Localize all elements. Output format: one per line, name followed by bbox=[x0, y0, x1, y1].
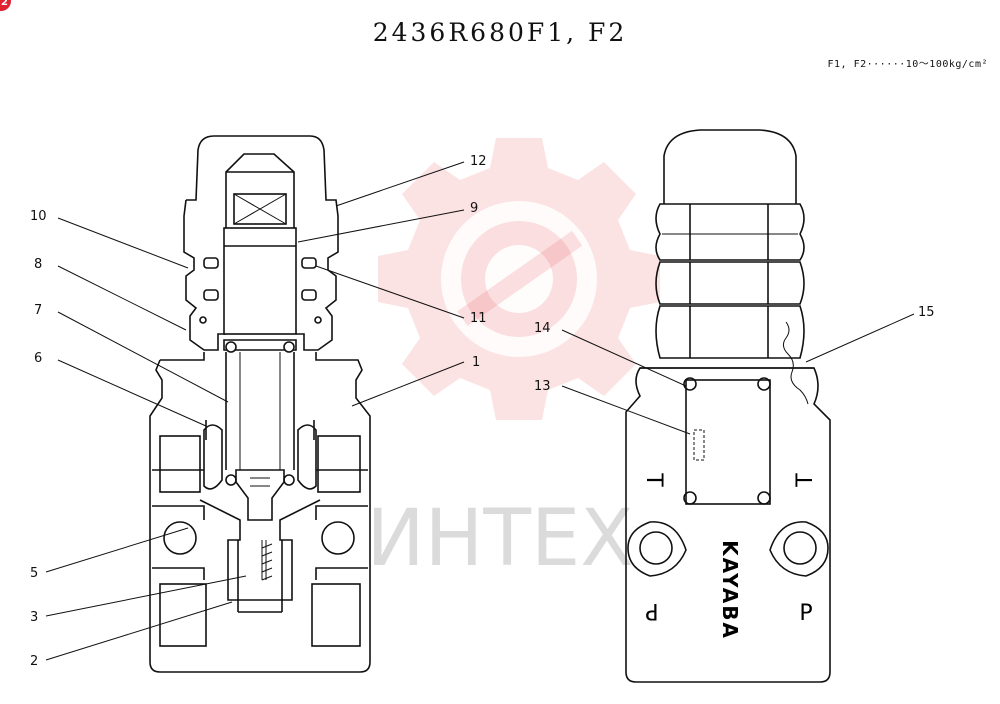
right-p-port bbox=[769, 521, 829, 577]
port-label-t-right: T bbox=[793, 473, 818, 488]
adjust-plunger bbox=[223, 227, 297, 335]
spring bbox=[225, 341, 295, 486]
seal-wire bbox=[782, 321, 809, 405]
corner-badge: 2 bbox=[0, 0, 11, 11]
port-label-p-right: P bbox=[799, 601, 812, 626]
callout-3: 3 bbox=[30, 610, 38, 625]
cover-plate bbox=[685, 379, 771, 505]
cap-outline bbox=[183, 135, 339, 351]
hex-nut-lower bbox=[655, 305, 805, 359]
callout-5: 5 bbox=[30, 566, 38, 581]
leader-lines bbox=[45, 161, 915, 661]
callout-2: 2 bbox=[30, 654, 38, 669]
port-label-t-left: T bbox=[641, 472, 666, 487]
right-port-circle bbox=[321, 521, 355, 555]
callout-1: 1 bbox=[472, 355, 480, 370]
adjust-screw-head bbox=[225, 153, 295, 228]
watermark-text: ИНТЕХ bbox=[366, 494, 633, 584]
callout-12: 12 bbox=[470, 154, 487, 169]
plate-screw bbox=[757, 377, 771, 391]
watermark: ИНТЕХ bbox=[366, 138, 660, 584]
watermark-gear-logo bbox=[378, 138, 660, 420]
plate-screw bbox=[683, 377, 697, 391]
lock-nut-square bbox=[233, 193, 287, 225]
threaded-insert bbox=[237, 540, 283, 613]
left-p-port bbox=[627, 521, 687, 577]
sectional-view bbox=[149, 135, 371, 673]
callout-10: 10 bbox=[30, 209, 47, 224]
plate-screw bbox=[683, 491, 697, 505]
left-port-circle bbox=[163, 521, 197, 555]
cap-dome bbox=[663, 129, 797, 204]
body-outline bbox=[625, 367, 831, 683]
callout-9: 9 bbox=[470, 201, 478, 216]
port-label-p-left: P bbox=[645, 598, 658, 623]
name-plate-slot bbox=[693, 429, 705, 461]
callout-13: 13 bbox=[534, 379, 551, 394]
callout-6: 6 bbox=[34, 351, 42, 366]
callout-14: 14 bbox=[534, 321, 551, 336]
callout-7: 7 bbox=[34, 303, 42, 318]
callout-11: 11 bbox=[470, 311, 487, 326]
external-view: T T P P KAYABA bbox=[625, 129, 831, 683]
callout-labels: 12 9 10 8 11 7 1 6 5 3 2 15 14 13 bbox=[30, 154, 935, 669]
callout-15: 15 bbox=[918, 305, 935, 320]
main-body bbox=[149, 352, 371, 673]
page-title: 2436R680F1, F2 bbox=[372, 18, 628, 47]
callout-8: 8 bbox=[34, 257, 42, 272]
pressure-note: F1, F2······10～100kg/cm² bbox=[827, 59, 988, 70]
body-marking: KAYABA bbox=[718, 540, 742, 640]
plate-screw bbox=[757, 491, 771, 505]
hex-nut-upper bbox=[655, 203, 805, 261]
poppet bbox=[235, 469, 285, 521]
hex-nut-middle bbox=[655, 261, 805, 305]
